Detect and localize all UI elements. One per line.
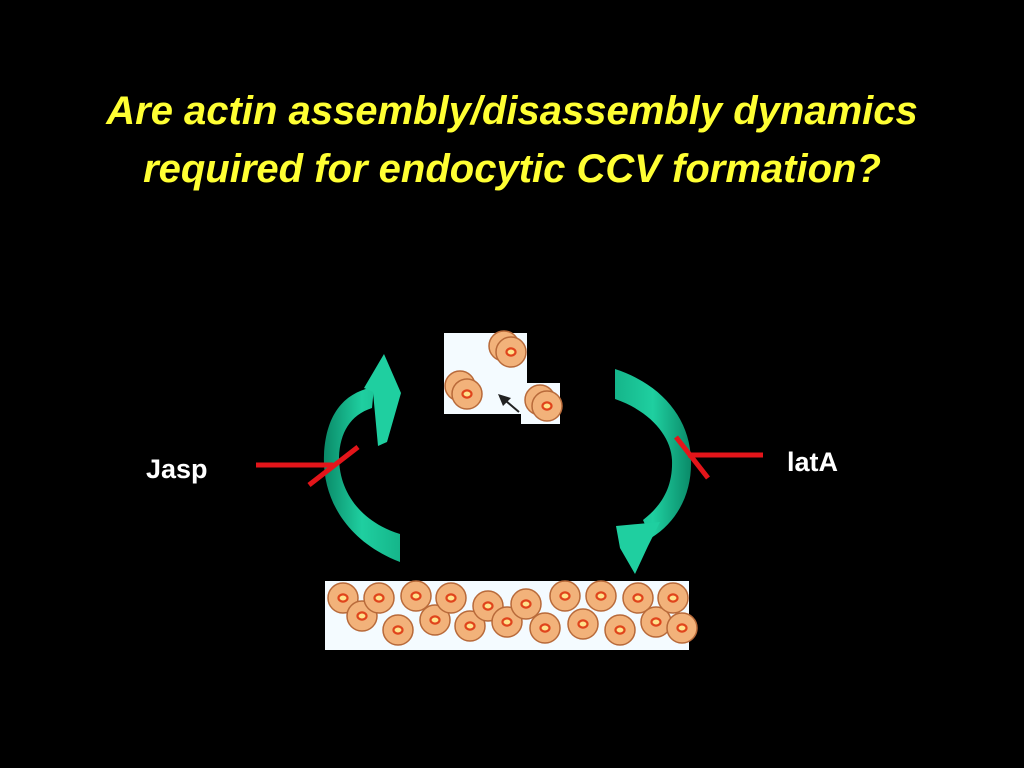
- assembly-arrow-left: [323, 354, 401, 562]
- lata-inhibitor: [674, 435, 763, 480]
- pointer-arrow-icon: [498, 394, 520, 413]
- jasp-label: Jasp: [146, 454, 208, 484]
- actin-monomers-panel: [443, 329, 564, 424]
- slide-title: Are actin assembly/disassembly dynamics …: [0, 82, 1024, 198]
- slide-title-line-1: Are actin assembly/disassembly dynamics: [106, 89, 918, 133]
- lata-label: latA: [787, 447, 839, 477]
- slide-title-line-2: required for endocytic CCV formation?: [143, 147, 881, 191]
- jasp-inhibitor: [256, 445, 360, 487]
- disassembly-arrow-right: [615, 369, 692, 574]
- actin-filament-panel: [325, 579, 699, 650]
